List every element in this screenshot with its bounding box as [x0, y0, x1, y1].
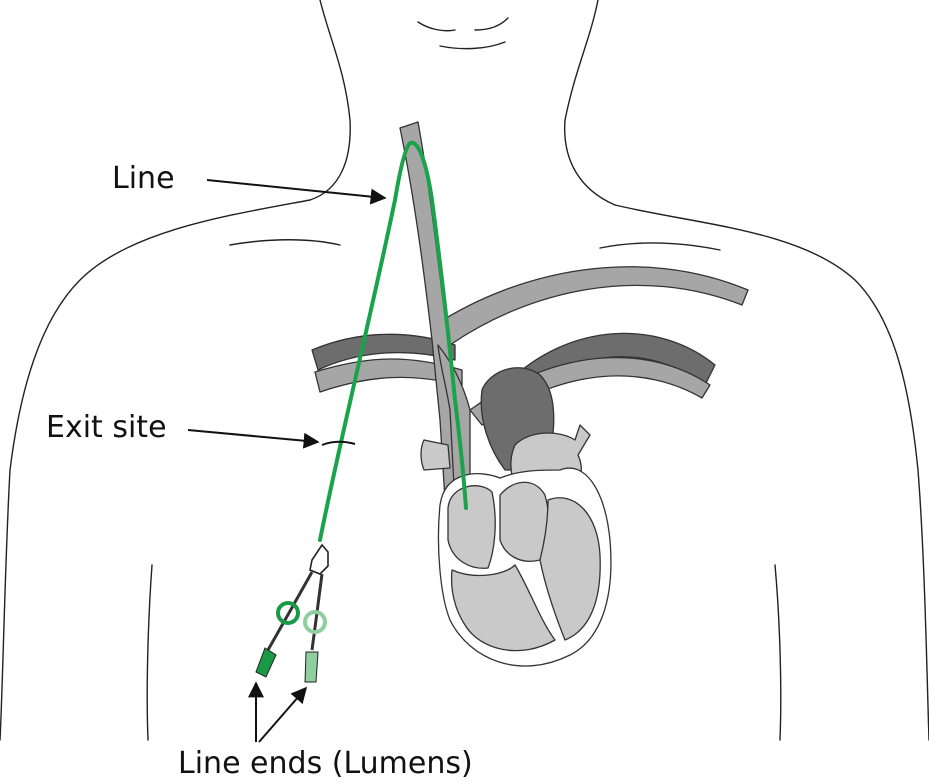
clavicle-left	[230, 240, 340, 245]
chin-left	[418, 22, 455, 31]
lumen-cap-dark	[256, 648, 276, 677]
arm-left-inner	[147, 565, 152, 740]
chin-lower	[440, 42, 505, 49]
chin-right	[475, 18, 508, 30]
pulmonary-artery-branch	[421, 440, 450, 470]
annotations: Line Exit site Line ends (Lumens)	[46, 161, 473, 781]
lumen-cap-light	[305, 652, 318, 682]
right-atrium	[448, 486, 495, 569]
neck-left-outline	[310, 0, 350, 200]
label-line-ends: Line ends (Lumens)	[178, 746, 473, 781]
arrow-line	[207, 180, 385, 198]
catheter-hub	[310, 545, 328, 574]
catheter	[256, 143, 466, 682]
label-line: Line	[112, 161, 175, 196]
arrow-exit-site	[188, 430, 318, 442]
neck-right-outline	[565, 0, 615, 205]
clavicle-right	[600, 243, 720, 250]
right-subclavian-vessel	[435, 267, 748, 345]
lumen-tube-left	[268, 572, 312, 650]
arrow-line-end-right	[259, 688, 306, 742]
label-exit-site: Exit site	[46, 410, 167, 445]
left-atrium	[500, 482, 549, 561]
arm-right-inner	[775, 565, 781, 740]
